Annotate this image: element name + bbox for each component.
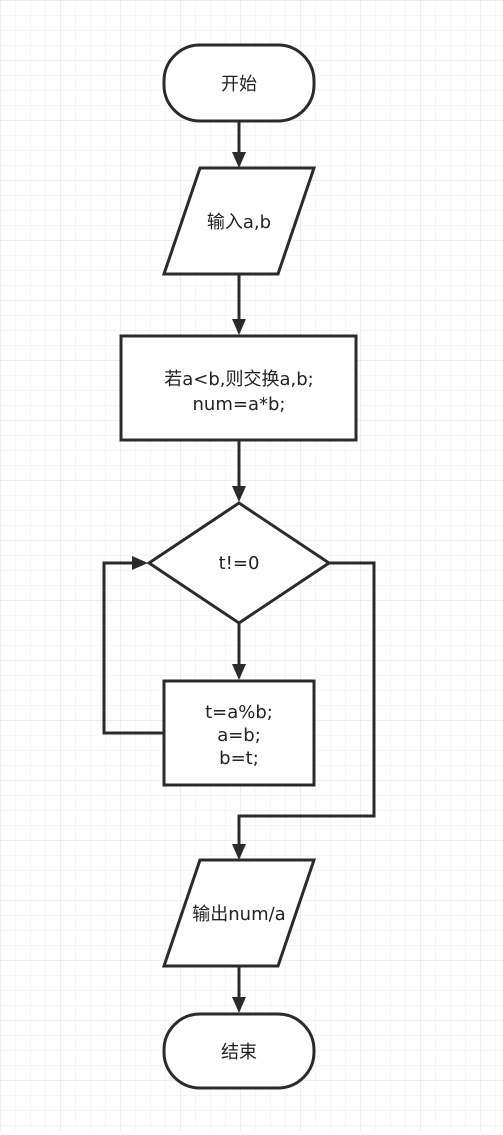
node-loop-body-line-1: t=a%b; [205, 702, 273, 723]
node-input[interactable]: 输入a,b [161, 166, 317, 276]
node-condition-label: t!=0 [219, 553, 260, 574]
node-swap-line-2: num=a*b; [193, 394, 286, 415]
parallelogram-shape [161, 166, 317, 276]
process-shape [119, 334, 358, 442]
decision-shape [146, 501, 332, 625]
parallelogram-shape [161, 858, 317, 968]
node-swap[interactable]: 若a<b,则交换a,b; num=a*b; [119, 334, 358, 442]
process-shape [162, 679, 316, 787]
node-end[interactable]: 结束 [162, 1012, 316, 1090]
node-loop-body-line-3: b=t; [219, 748, 259, 769]
node-start-label: 开始 [221, 74, 257, 95]
node-output[interactable]: 输出num/a [161, 858, 317, 968]
terminator-shape [162, 43, 316, 123]
node-swap-line-1: 若a<b,则交换a,b; [164, 369, 314, 390]
node-condition[interactable]: t!=0 [146, 501, 332, 625]
terminator-shape [162, 1012, 316, 1090]
edge-condition-to-output [237, 561, 376, 844]
node-end-label: 结束 [221, 1042, 257, 1063]
arrowhead-start-to-input [232, 152, 246, 168]
arrowhead-condition-to-output [232, 844, 246, 860]
arrowhead-output-to-end [232, 997, 246, 1013]
edge-loop-body-to-condition [102, 561, 164, 735]
arrowhead-swap-to-condition [232, 486, 246, 502]
edges [102, 122, 376, 1013]
node-loop-body-line-2: a=b; [217, 725, 261, 746]
arrowhead-loop-body-to-condition [132, 556, 148, 570]
node-input-label: 输入a,b [207, 212, 271, 233]
node-start[interactable]: 开始 [162, 43, 316, 123]
arrowhead-condition-to-loop-body [232, 664, 246, 680]
node-output-label: 输出num/a [192, 904, 285, 925]
arrowhead-input-to-swap [232, 319, 246, 335]
node-loop-body[interactable]: t=a%b; a=b; b=t; [162, 679, 316, 787]
